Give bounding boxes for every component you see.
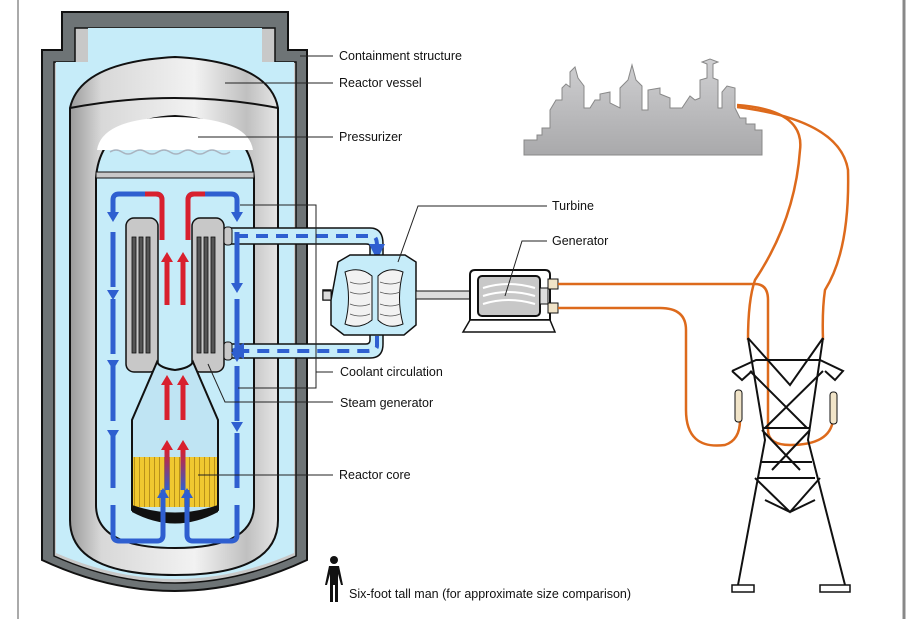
label-coolant-circulation: Coolant circulation [340, 365, 443, 379]
label-pressurizer: Pressurizer [339, 130, 402, 144]
city-skyline [523, 58, 763, 156]
transmission-tower [731, 337, 851, 593]
water-surface [109, 149, 231, 155]
turbine-shaft [415, 290, 471, 300]
label-reactor-core: Reactor core [339, 468, 411, 482]
leader-lines [198, 55, 547, 476]
label-containment-structure: Containment structure [339, 49, 462, 63]
insulator [829, 391, 838, 425]
label-reactor-vessel: Reactor vessel [339, 76, 422, 90]
man-silhouette-icon [325, 556, 343, 602]
insulator [734, 389, 743, 423]
turbine [322, 254, 417, 336]
coolant-flow-arrows [107, 191, 243, 544]
generator [461, 269, 559, 333]
label-steam-generator: Steam generator [340, 396, 433, 410]
steam-generator [125, 217, 233, 373]
reactor-core [131, 359, 219, 524]
label-six-foot-man: Six-foot tall man (for approximate size … [349, 587, 631, 601]
power-lines [558, 103, 850, 447]
label-turbine: Turbine [552, 199, 594, 213]
label-generator: Generator [552, 234, 608, 248]
